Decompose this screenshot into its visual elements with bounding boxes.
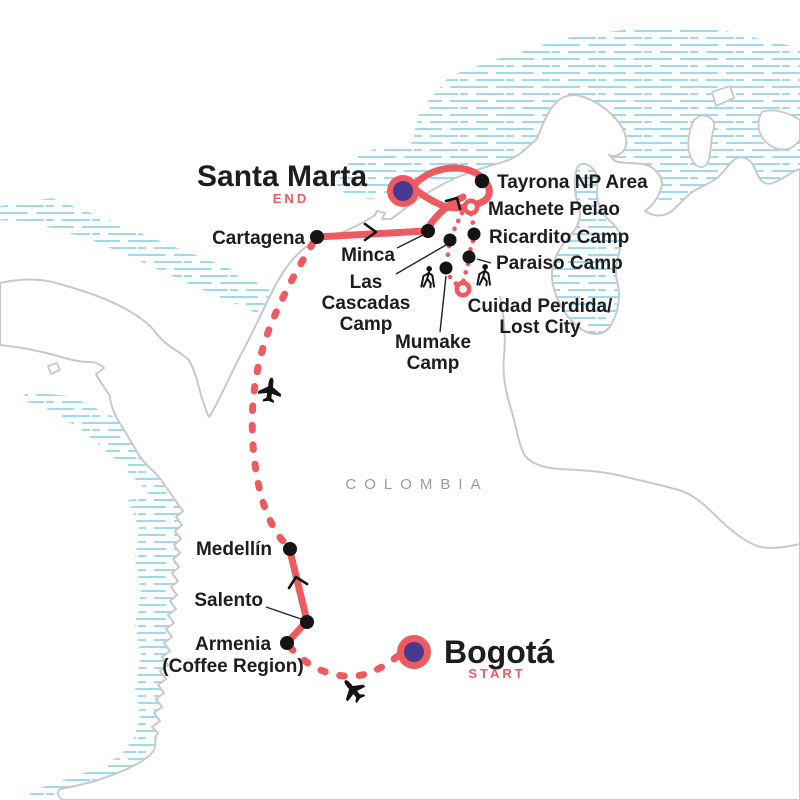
stop-label-ricardito: Ricardito Camp bbox=[489, 227, 629, 248]
start-city-label: Bogotá bbox=[444, 634, 554, 670]
circle-marker-bogota bbox=[397, 635, 431, 669]
connector-minca bbox=[396, 234, 424, 249]
end-city-label: Santa Marta bbox=[197, 160, 367, 193]
trek-trail-loop-las-cascadas bbox=[449, 210, 465, 237]
stop-label-mumake-line2: Camp bbox=[407, 353, 460, 374]
stop-label-lost-city-line2: Lost City bbox=[499, 317, 581, 338]
end-tag-label: END bbox=[273, 191, 309, 206]
border-colombia-venezuela bbox=[499, 295, 800, 549]
bogota-marker-core bbox=[404, 642, 424, 662]
stop-dot-ricardito bbox=[467, 227, 481, 241]
stop-label-las-cascadas-line1: Las bbox=[350, 272, 383, 293]
stop-label-las-cascadas-line3: Camp bbox=[340, 314, 393, 335]
stop-label-las-cascadas-line2: Cascadas bbox=[322, 293, 411, 314]
stop-label-paraiso: Paraiso Camp bbox=[496, 253, 623, 274]
connector-paraiso bbox=[476, 258, 492, 264]
chevron-arrow-icon-salento-medellin bbox=[287, 575, 309, 590]
route-flight-cartagena-medellin bbox=[248, 239, 317, 549]
stop-dot-las-cascadas bbox=[443, 233, 457, 247]
stop-label-salento: Salento bbox=[194, 590, 263, 611]
coastline-islet-northeast-2 bbox=[687, 114, 716, 168]
coastline-islet-northeast-3 bbox=[757, 109, 800, 151]
stop-label-medellin: Medellín bbox=[196, 539, 272, 560]
trek-trail-ricardito-paraiso bbox=[467, 238, 476, 254]
chevron-arrow-icon-minca-loop bbox=[444, 196, 462, 211]
ring-marker-machete-pelao bbox=[462, 198, 480, 216]
route-loop-tayrona-machete-return bbox=[412, 174, 493, 212]
santa-marta-marker-core bbox=[393, 181, 413, 201]
start-tag-label: START bbox=[468, 666, 525, 681]
chevron-arrow-icon-cartagena-minca bbox=[363, 222, 378, 242]
stop-label-armenia-line1: Armenia bbox=[195, 634, 271, 655]
lake-maracaibo bbox=[551, 163, 623, 335]
water-hatch-caribbean-southwest bbox=[0, 198, 294, 320]
stop-label-tayrona: Tayrona NP Area bbox=[497, 172, 648, 193]
stop-label-lost-city-line1: Cuidad Perdida/ bbox=[468, 296, 613, 317]
trek-trail-las-cascadas-mumake bbox=[444, 243, 452, 265]
stop-label-minca: Minca bbox=[341, 245, 395, 266]
connector-salento bbox=[265, 606, 302, 620]
stop-label-mumake-line1: Mumake bbox=[395, 332, 471, 353]
connector-mumake bbox=[439, 275, 447, 333]
circle-marker-santa-marta bbox=[387, 175, 419, 207]
stop-dot-salento bbox=[300, 615, 314, 629]
water-hatch-pacific-strip bbox=[24, 496, 188, 800]
trek-trail-paraiso-lost-city bbox=[460, 261, 471, 285]
connector-las-cascadas bbox=[395, 244, 447, 275]
stop-label-machete-pelao: Machete Pelao bbox=[488, 199, 620, 220]
route-loop-santa-marta-tayrona-top bbox=[412, 164, 484, 187]
stop-dot-tayrona bbox=[474, 173, 490, 189]
water-hatch-pacific-panama bbox=[22, 392, 184, 510]
trek-trail-machete-ricardito bbox=[468, 211, 477, 231]
stop-dot-medellin bbox=[283, 542, 297, 556]
trek-trail-mumake-lost-city bbox=[447, 274, 460, 288]
coastline-small-island bbox=[47, 362, 61, 375]
ring-marker-lost-city bbox=[454, 280, 472, 298]
country-label: COLOMBIA bbox=[345, 476, 488, 493]
stop-dot-minca bbox=[421, 224, 435, 238]
stop-label-cartagena: Cartagena bbox=[212, 228, 305, 249]
stop-dot-mumake bbox=[439, 261, 453, 275]
coastline-islet-northeast-1 bbox=[711, 85, 735, 107]
stop-dot-paraiso bbox=[462, 250, 476, 264]
stop-dot-cartagena bbox=[310, 230, 324, 244]
route-flight-armenia-bogota bbox=[286, 643, 402, 680]
stop-label-armenia-line2: (Coffee Region) bbox=[162, 656, 303, 677]
stop-dot-armenia bbox=[280, 636, 294, 650]
